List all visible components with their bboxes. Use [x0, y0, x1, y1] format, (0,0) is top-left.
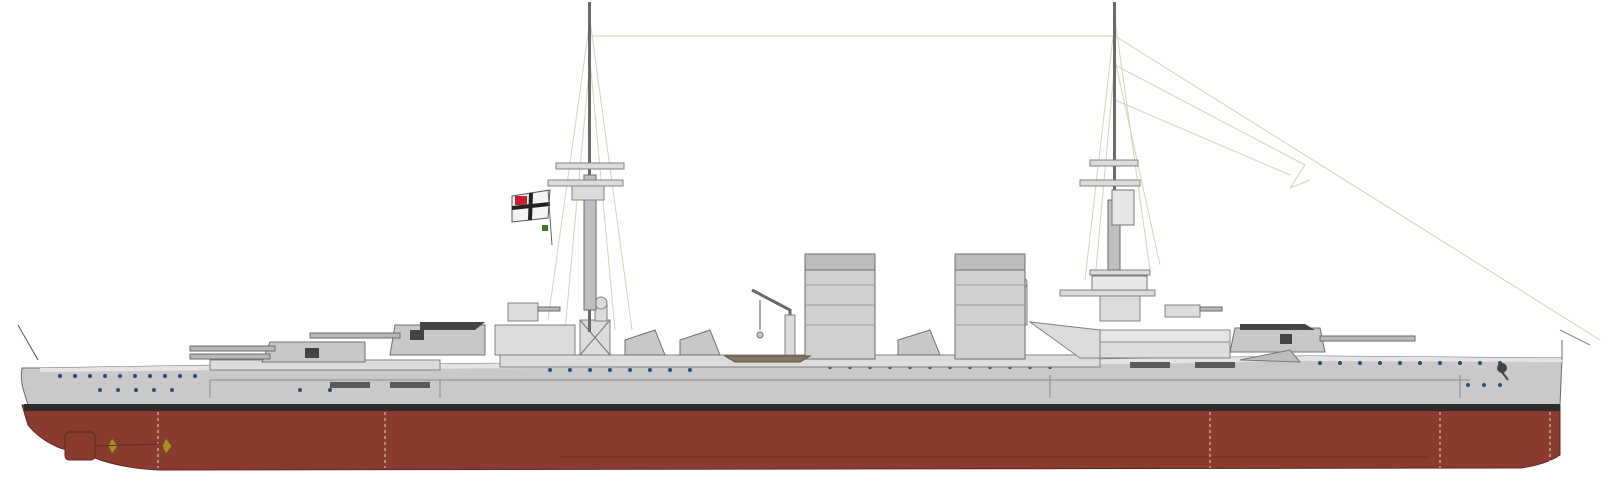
anchor-icon [1497, 363, 1509, 381]
propellers [64, 431, 173, 461]
crane [751, 288, 796, 356]
naval-ensign-icon [511, 189, 553, 246]
funnels [804, 253, 1026, 360]
superstructure [209, 269, 1235, 388]
stern-flagstaff [17, 324, 39, 361]
propeller-icon [107, 437, 173, 455]
boat [723, 355, 812, 363]
turrets [189, 302, 1416, 363]
masts [547, 2, 1141, 332]
